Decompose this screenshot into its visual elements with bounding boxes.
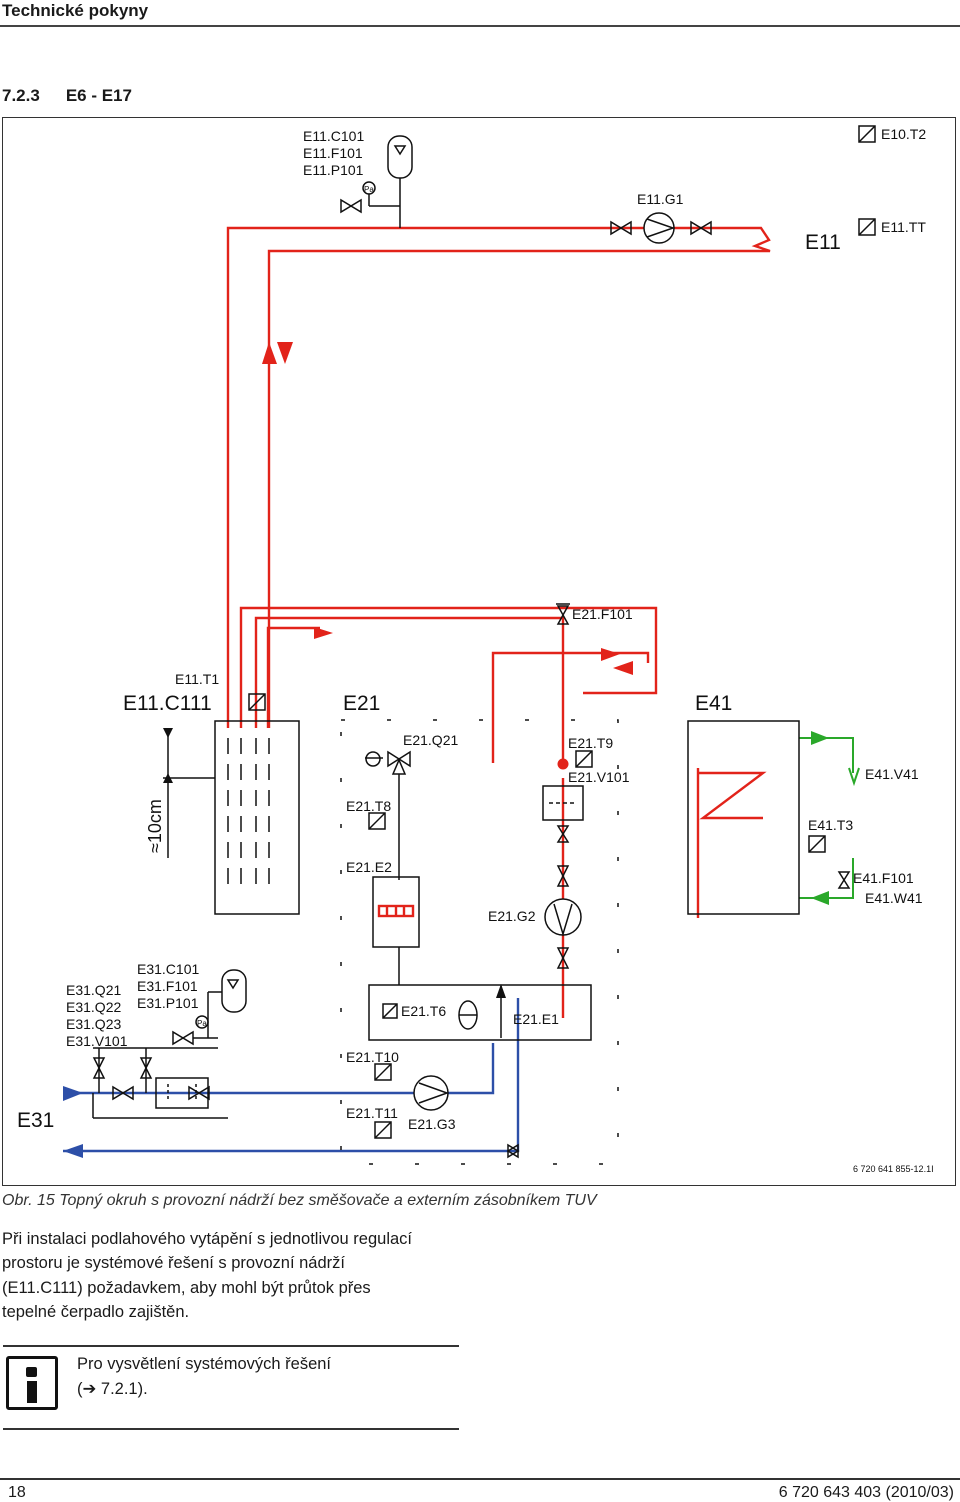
label-e10-t2: E10.T2 xyxy=(881,126,926,142)
label-e21-t11: E21.T11 xyxy=(346,1105,398,1121)
dhw-arrow-in xyxy=(811,891,829,905)
sensor-e10-t2 xyxy=(858,125,876,143)
body-paragraph: Při instalaci podlahového vytápění s jed… xyxy=(2,1227,522,1324)
label-e31-v101: E31.V101 xyxy=(66,1033,128,1049)
label-e21-t6: E21.T6 xyxy=(401,1003,446,1019)
label-e21-t9: E21.T9 xyxy=(568,735,613,751)
blue-pipework xyxy=(63,998,520,1158)
pump-e11-g1 xyxy=(610,212,712,244)
note-rule-top xyxy=(3,1345,459,1347)
note-line: Pro vysvětlení systémových řešení xyxy=(77,1355,332,1373)
header-title: Technické pokyny xyxy=(2,1,149,20)
info-icon xyxy=(6,1356,58,1410)
sensor-dot xyxy=(557,758,569,770)
note-line: (➔ 7.2.1). xyxy=(77,1379,148,1398)
label-e41-w41: E41.W41 xyxy=(865,890,923,906)
flow-arrows xyxy=(262,342,633,770)
label-e11-c101: E11.C101 xyxy=(303,128,364,144)
label-e11-f101: E11.F101 xyxy=(303,145,363,161)
label-e11: E11 xyxy=(805,231,841,254)
flow-arrow-right-2 xyxy=(601,648,620,661)
return-arrow-in xyxy=(63,1086,83,1101)
safety-valve-e21-f101 xyxy=(556,603,570,625)
page-number: 18 xyxy=(8,1484,26,1501)
module-e21 xyxy=(340,719,619,1165)
section-number: 7.2.3 xyxy=(2,86,40,105)
label-e31-c101: E31.C101 xyxy=(137,961,199,977)
note-rule-bottom xyxy=(3,1428,459,1430)
label-e31: E31 xyxy=(17,1109,54,1132)
figure-caption: Obr. 15 Topný okruh s provozní nádrží be… xyxy=(2,1192,597,1209)
flow-arrow-up xyxy=(262,342,277,364)
dhw-arrow-out xyxy=(811,731,829,745)
label-e21-e2: E21.E2 xyxy=(346,859,392,875)
dhw-tank-e41 xyxy=(687,720,851,915)
body-line: prostoru je systémové řešení s provozní … xyxy=(2,1254,345,1273)
label-e41-v41: E41.V41 xyxy=(865,766,919,782)
footer-rule xyxy=(0,1478,960,1480)
pa-gauge-label: Pa xyxy=(364,185,374,194)
label-e41-f101: E41.F101 xyxy=(853,870,914,886)
flow-arrow-left xyxy=(613,661,633,675)
label-e21-g3: E21.G3 xyxy=(408,1116,456,1132)
label-e31-q22: E31.Q22 xyxy=(66,999,121,1015)
label-e11-c111: E11.C111 xyxy=(123,692,212,715)
label-e21-g2: E21.G2 xyxy=(488,908,536,924)
red-pipework xyxy=(226,226,771,1018)
header-rule xyxy=(0,25,960,27)
label-e21-e1: E21.E1 xyxy=(513,1011,559,1027)
label-e31-p101: E31.P101 xyxy=(137,995,199,1011)
pa-gauge-label-e31: Pa xyxy=(197,1019,207,1028)
flow-arrow-down xyxy=(277,342,293,364)
document-number: 6 720 643 403 (2010/03) xyxy=(778,1484,954,1501)
label-e21: E21 xyxy=(343,692,380,715)
hydraulic-diagram: .red { stroke:#e2231a; stroke-width:2.4;… xyxy=(17,125,934,1174)
sensor-e11-tt xyxy=(858,218,876,236)
label-e21-t10: E21.T10 xyxy=(346,1049,399,1065)
flow-arrow-right xyxy=(314,627,333,639)
label-e21-v101: E21.V101 xyxy=(568,769,630,785)
section-title: E6 - E17 xyxy=(65,86,132,105)
section-heading: 7.2.3 E6 - E17 xyxy=(2,86,132,106)
label-e31-q23: E31.Q23 xyxy=(66,1016,121,1032)
label-e11-p101: E11.P101 xyxy=(303,162,364,178)
label-e41-t3: E41.T3 xyxy=(808,817,853,833)
label-e11-tt: E11.TT xyxy=(881,219,926,235)
label-e21-f101: E21.F101 xyxy=(572,606,633,622)
label-e21-q21: E21.Q21 xyxy=(403,732,458,748)
label-e11-t1: E11.T1 xyxy=(175,671,219,687)
label-e41: E41 xyxy=(695,692,732,715)
buffer-tank-e11-c111 xyxy=(163,693,300,915)
green-pipework xyxy=(799,731,860,905)
hydraulic-diagram-figure: .red { stroke:#e2231a; stroke-width:2.4;… xyxy=(2,117,956,1186)
body-line: tepelné čerpadlo zajištěn. xyxy=(2,1302,190,1321)
return-arrow-out xyxy=(63,1144,83,1158)
info-note: Pro vysvětlení systémových řešení (➔ 7.2… xyxy=(77,1352,331,1401)
body-line: Při instalaci podlahového vytápění s jed… xyxy=(2,1230,413,1248)
expansion-vessel-e11: Pa xyxy=(340,135,413,228)
body-line: (E11.C111) požadavkem, aby mohl být průt… xyxy=(2,1278,371,1297)
figure-id: 6 720 641 855-12.1I xyxy=(853,1164,934,1174)
label-e21-t8: E21.T8 xyxy=(346,798,391,814)
label-e31-q21: E31.Q21 xyxy=(66,982,121,998)
label-e11-g1: E11.G1 xyxy=(637,191,684,207)
group-e31: Pa xyxy=(92,969,247,1119)
pump-group-e21 xyxy=(542,750,593,969)
label-e31-f101: E31.F101 xyxy=(137,978,198,994)
label-10cm: ≈10cm xyxy=(145,799,165,853)
